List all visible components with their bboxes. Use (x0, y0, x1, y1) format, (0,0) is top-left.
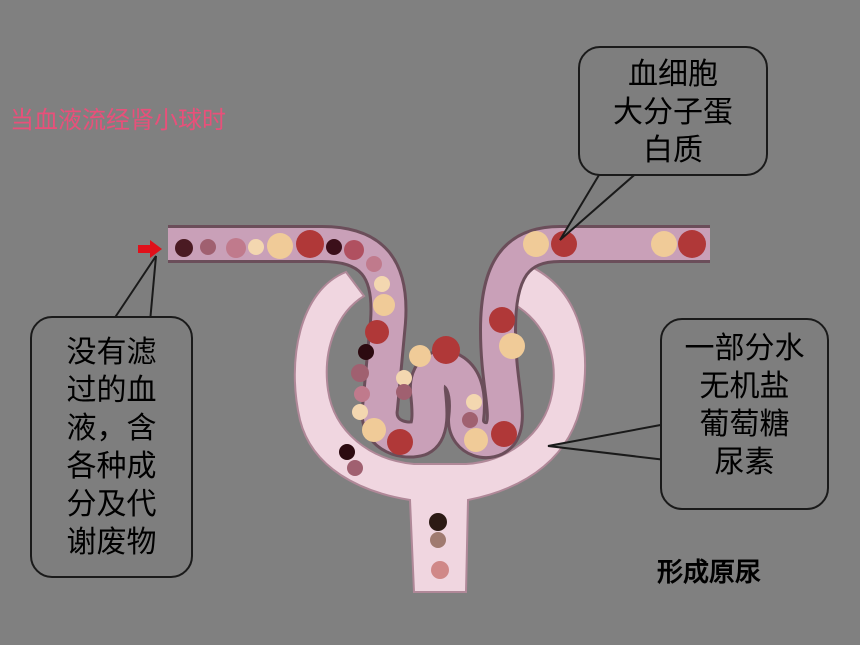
red-arrow-icon (138, 240, 162, 258)
callout-line: 过的血 (66, 373, 157, 408)
filtrate-particle (347, 460, 363, 476)
callout-line: 尿素 (714, 445, 775, 480)
blood-cell (358, 344, 374, 360)
callout-line: 液，含 (66, 411, 157, 446)
blood-cell (491, 421, 517, 447)
blood-cell (462, 412, 478, 428)
callout-unfiltered-blood: 没有滤 过的血 液，含 各种成 分及代 谢废物 (30, 316, 193, 578)
callout-line: 分及代 (66, 487, 157, 522)
blood-cells (175, 230, 706, 579)
blood-cell (396, 370, 412, 386)
result-label: 形成原尿 (657, 558, 762, 588)
callout-line: 各种成 (66, 449, 157, 484)
blood-cell (365, 320, 389, 344)
callout-line: 血细胞 (628, 57, 718, 92)
blood-cell (326, 239, 342, 255)
blood-cell (396, 384, 412, 400)
blood-cell (352, 404, 368, 420)
blood-cell (489, 307, 515, 333)
callout-line: 谢废物 (66, 525, 157, 560)
blood-cell (344, 240, 364, 260)
callout-pointer-left (110, 255, 157, 323)
blood-cell (387, 429, 413, 455)
blood-cell (523, 231, 549, 257)
blood-cell (267, 233, 293, 259)
blood-cell (678, 230, 706, 258)
callout-line: 大分子蛋 (613, 95, 733, 130)
blood-cell (351, 364, 369, 382)
blood-cell (248, 239, 264, 255)
callout-line: 一部分水 (684, 331, 805, 366)
blood-cell (226, 238, 246, 258)
heading: 当血液流经肾小球时 (10, 106, 226, 134)
blood-cell (464, 428, 488, 452)
blood-cell (432, 336, 460, 364)
blood-cell (354, 386, 370, 402)
blood-cell (551, 231, 577, 257)
blood-cell (175, 239, 193, 257)
filtrate-particle (430, 532, 446, 548)
callout-line: 没有滤 (66, 335, 157, 370)
callout-line: 葡萄糖 (699, 407, 790, 442)
blood-cell (466, 394, 482, 410)
blood-cell (409, 345, 431, 367)
callout-line: 无机盐 (699, 369, 790, 404)
callout-line: 白质 (643, 133, 703, 168)
blood-cell (373, 294, 395, 316)
blood-cell (651, 231, 677, 257)
blood-cell (200, 239, 216, 255)
blood-cell (296, 230, 324, 258)
blood-cell (362, 418, 386, 442)
filtrate-particle (431, 561, 449, 579)
blood-cell (366, 256, 382, 272)
blood-cell (374, 276, 390, 292)
callout-filtered-out: 血细胞 大分子蛋 白质 (578, 46, 768, 176)
filtrate-particle (429, 513, 447, 531)
blood-cell (499, 333, 525, 359)
callout-filtrate: 一部分水 无机盐 葡萄糖 尿素 (660, 318, 829, 510)
filtrate-particle (339, 444, 355, 460)
